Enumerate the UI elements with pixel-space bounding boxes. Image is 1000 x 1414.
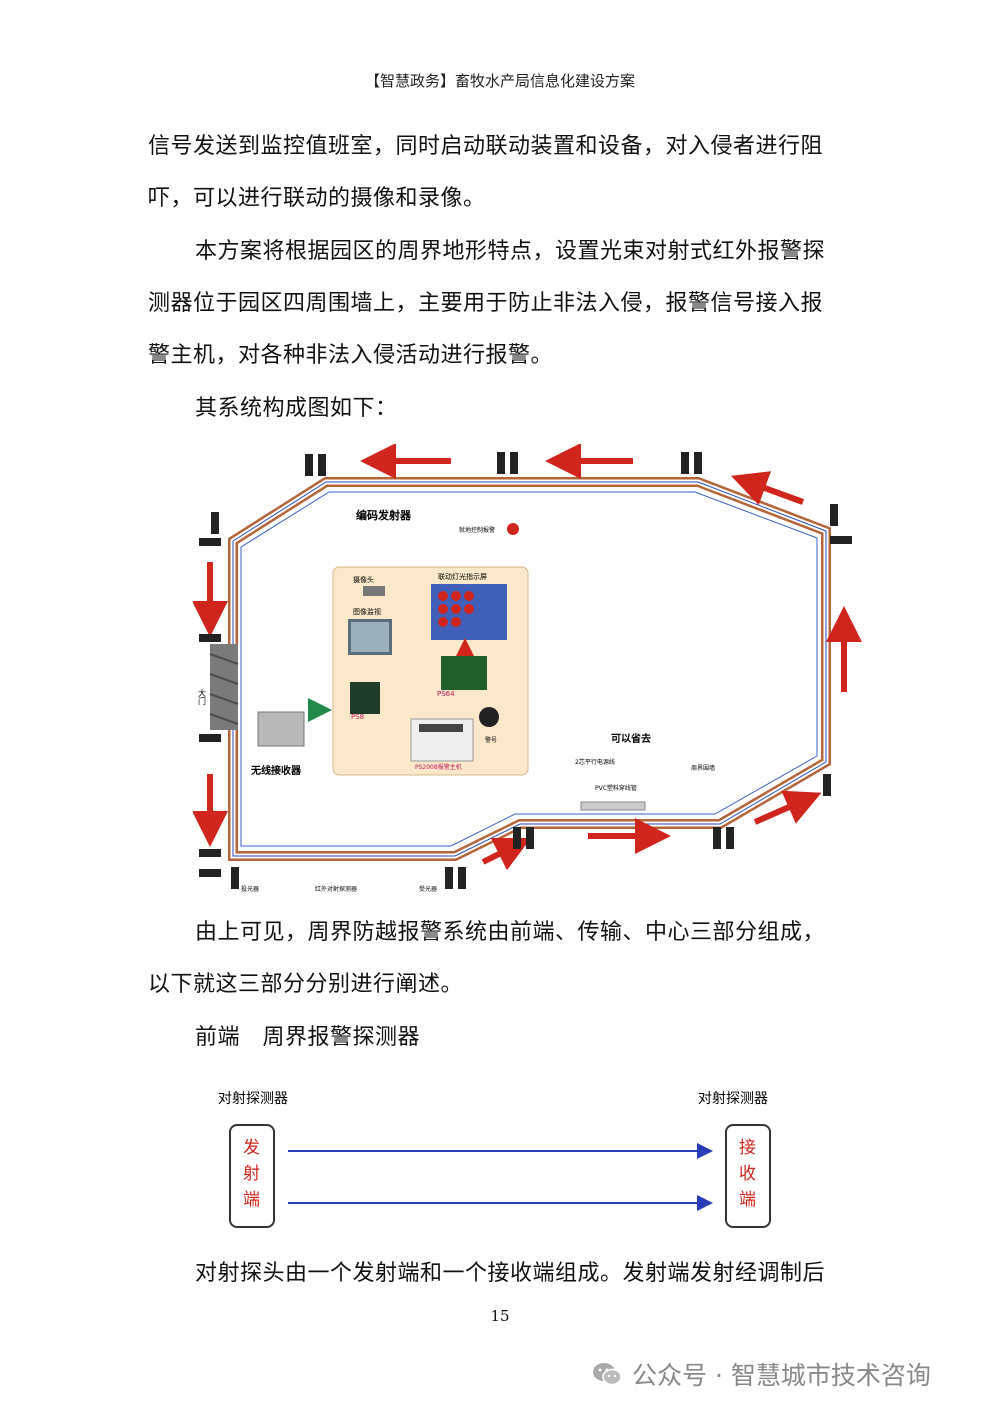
led-panel-label: 联动灯光指示屏: [438, 572, 487, 581]
gate-label: 大门: [198, 688, 207, 706]
right-title: 对射探测器: [698, 1091, 768, 1107]
beam-detector-diagram: 对射探测器 对射探测器 发 射 端 接 收 端: [218, 1091, 771, 1228]
wechat-icon: [593, 1363, 622, 1386]
ps8-label: PS8: [351, 713, 364, 721]
paragraph-line: 对射探头由一个发射端和一个接收端组成。发射端发射经调制后: [195, 1261, 826, 1286]
rx-char: 接: [739, 1138, 756, 1158]
monitor-label: 图像监视: [353, 607, 381, 616]
siren-label: 警号: [485, 736, 497, 744]
paragraph-line: 本方案将根据园区的周界地形特点，设置光束对射式红外报警探: [195, 239, 826, 264]
section-heading: 前端 周界报警探测器: [195, 1025, 421, 1050]
rx-char: 端: [739, 1190, 756, 1210]
transmitter-box: [229, 1124, 275, 1228]
tx-char: 射: [243, 1164, 260, 1184]
camera-label: 摄像头: [353, 575, 374, 584]
paragraph-line: 警主机，对各种非法入侵活动进行报警。: [148, 343, 554, 368]
paragraph-line: 其系统构成图如下：: [195, 396, 398, 421]
paragraph-line: 信号发送到监控值班室，同时启动联动装置和设备，对入侵者进行阻: [148, 134, 824, 159]
ir-label: 红外对射探测器: [315, 885, 357, 893]
watermark: 公众号 · 智慧城市技术咨询: [590, 1354, 990, 1394]
page-header: 【智慧政务】畜牧水产局信息化建设方案: [364, 72, 635, 90]
omit-label: 可以省去: [611, 732, 651, 745]
paragraph-line: 测器位于园区四周围墙上，主要用于防止非法入侵，报警信号接入报: [148, 291, 824, 316]
tx-char: 发: [243, 1138, 260, 1158]
paragraph-line: 由上可见，周界防越报警系统由前端、传输、中心三部分组成，: [195, 920, 826, 945]
ps64-label: PS64: [437, 690, 455, 698]
page-number: 15: [490, 1307, 510, 1325]
left-title: 对射探测器: [218, 1091, 288, 1107]
wireless-label: 无线接收器: [250, 764, 302, 777]
gate: [210, 644, 238, 730]
paragraph-line: 以下就这三部分分别进行阐述。: [148, 972, 464, 997]
encoder-label: 编码发射器: [356, 508, 412, 522]
local-alarm-label: 就地控制报警: [459, 526, 495, 534]
tx-label: 投光器: [241, 885, 259, 893]
rx-label: 受光器: [419, 885, 437, 893]
host-label: PS2008报警主机: [415, 763, 462, 771]
paragraph-line: 吓，可以进行联动的摄像和录像。: [148, 186, 486, 211]
tx-char: 端: [243, 1190, 260, 1210]
rx-char: 收: [739, 1164, 756, 1184]
pvc-label: PVC塑料穿线管: [595, 784, 637, 792]
system-diagram: 大门 编码发射器 就地控制报警 摄像头 图像监视 联动灯光指示屏: [193, 444, 865, 898]
receiver-box: [725, 1124, 771, 1228]
watermark-text: 公众号 · 智慧城市技术咨询: [632, 1361, 931, 1390]
fence-label: 周界围墙: [691, 764, 715, 772]
cable-label: 2芯平行电源线: [575, 758, 615, 766]
